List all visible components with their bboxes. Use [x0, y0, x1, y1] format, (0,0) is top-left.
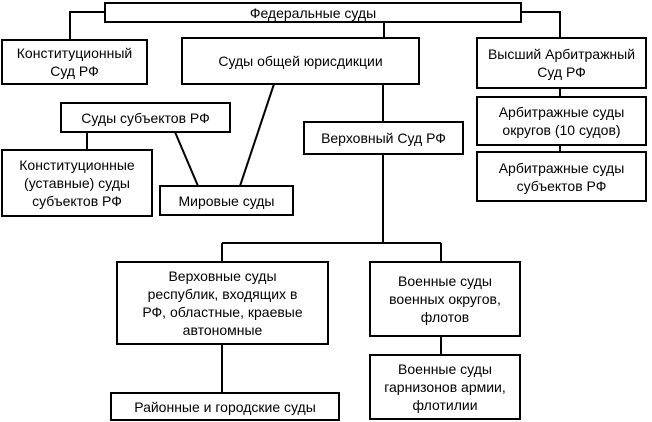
federal-courts-box: Федеральные суды — [104, 2, 522, 23]
military-garrison-box: Военные суды гарнизонов армии, флотилии — [369, 354, 521, 420]
military-districts-box: Военные суды военных округов, флотов — [369, 261, 521, 337]
republic-courts-box: Верховные суды республик, входящих в РФ,… — [116, 261, 329, 345]
magistrates-box: Мировые суды — [159, 185, 294, 216]
root-to-constitutional-line — [69, 11, 104, 40]
district-city-courts-box: Районные и городские суды — [110, 392, 340, 421]
subject-to-magistrates-line — [174, 131, 199, 187]
constitutional-court-box: Конституционный Суд РФ — [1, 39, 148, 85]
military-districts-label: Военные суды военных округов, флотов — [389, 273, 501, 325]
military-garrison-label: Военные суды гарнизонов армии, флотилии — [384, 361, 506, 413]
supreme-arbitration-label: Высший Арбитражный Суд РФ — [487, 46, 636, 80]
constitutional-charter-box: Конституционные (уставные) суды субъекто… — [1, 149, 153, 217]
federal-courts-label: Федеральные суды — [249, 4, 377, 21]
republic-courts-label: Верховные суды республик, входящих в РФ,… — [142, 268, 303, 338]
arbitration-districts-box: Арбитражные суды округов (10 судов) — [476, 96, 647, 146]
subject-courts-box: Суды субъектов РФ — [60, 102, 231, 133]
general-to-magistrates-line — [239, 83, 275, 187]
supreme-arbitration-box: Высший Арбитражный Суд РФ — [476, 37, 647, 89]
supreme-court-box: Верховный Суд РФ — [303, 121, 464, 155]
magistrates-label: Мировые суды — [178, 192, 275, 209]
subject-courts-label: Суды субъектов РФ — [81, 109, 210, 126]
supreme-court-label: Верховный Суд РФ — [321, 130, 446, 146]
district-city-courts-label: Районные и городские суды — [134, 398, 316, 415]
root-to-arbitration-line — [522, 11, 561, 38]
arbitration-districts-label: Арбитражные суды округов (10 судов) — [498, 104, 625, 138]
arbitration-subjects-box: Арбитражные суды субъектов РФ — [476, 151, 647, 202]
general-jurisdiction-box: Суды общей юрисдикции — [181, 37, 420, 85]
general-jurisdiction-label: Суды общей юрисдикции — [218, 53, 383, 69]
constitutional-charter-label: Конституционные (уставные) суды субъекто… — [19, 157, 135, 209]
constitutional-court-label: Конституционный Суд РФ — [16, 45, 133, 79]
arbitration-subjects-label: Арбитражные суды субъектов РФ — [498, 159, 625, 194]
